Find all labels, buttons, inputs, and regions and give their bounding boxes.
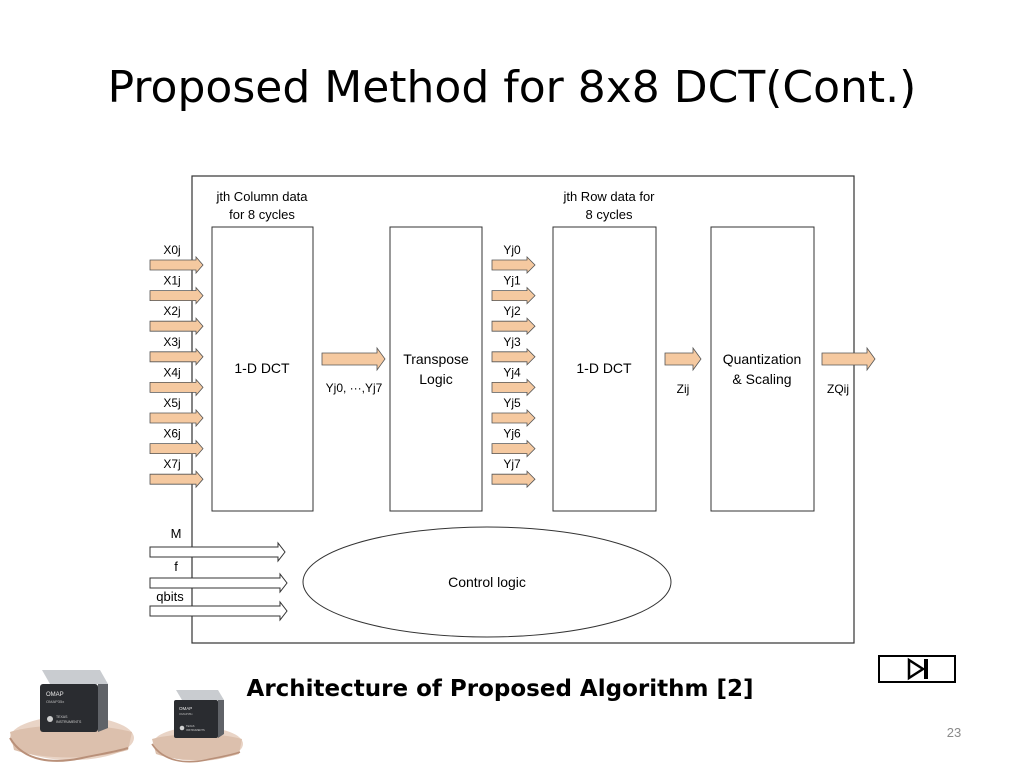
figure-caption: Architecture of Proposed Algorithm [2] — [246, 676, 754, 702]
mid-output-arrow — [491, 347, 536, 366]
logo-maker-1-small: TEXAS — [186, 724, 195, 728]
mid-output-arrow — [491, 378, 536, 397]
zqij-label: ZQij — [827, 382, 849, 396]
mid-output-arrow — [491, 470, 536, 489]
control-logic-label: Control logic — [448, 574, 526, 590]
input-label: X1j — [163, 274, 180, 288]
mid-output-arrow — [491, 317, 536, 336]
dct2-to-quant-arrow — [664, 346, 702, 372]
mid-output-label: Yj4 — [503, 365, 521, 379]
control-input-qbits: qbits — [156, 589, 184, 604]
quantization-label-1: Quantization — [723, 351, 802, 367]
ti-logo-icon-small — [179, 725, 185, 731]
input-arrow — [149, 317, 204, 336]
next-slide-button[interactable] — [878, 655, 956, 683]
input-arrow — [149, 347, 204, 366]
play-end-icon — [907, 657, 926, 681]
mid-output-label: Yj1 — [503, 274, 521, 288]
zij-label: Zij — [677, 382, 690, 396]
yj-range-label: Yj0, ···,Yj7 — [326, 381, 383, 395]
input-label: X5j — [163, 396, 180, 410]
logo-maker-2: INSTRUMENTS — [56, 720, 82, 724]
transpose-label-2: Logic — [419, 371, 452, 387]
input-arrow — [149, 255, 204, 275]
transpose-block — [389, 226, 483, 512]
mid-output-label: Yj5 — [503, 396, 521, 410]
input-label: X4j — [163, 365, 180, 379]
quant-output-arrow — [821, 346, 876, 372]
logo-model: OMAP35x — [46, 699, 64, 704]
mid-output-label: Yj0 — [503, 243, 521, 257]
input-label: X7j — [163, 457, 180, 471]
logo-model-small: OMAP35x — [179, 712, 193, 716]
control-arrow-f — [149, 572, 288, 594]
logo-maker-2-small: INSTRUMENTS — [186, 728, 205, 732]
hand-chip-logo-small: OMAP OMAP35x TEXAS INSTRUMENTS — [151, 690, 243, 763]
logo-maker-1: TEXAS — [56, 715, 68, 719]
input-arrow — [149, 470, 204, 489]
mid-output-label: Yj7 — [503, 457, 521, 471]
mid-output-arrow — [491, 409, 536, 427]
slide-title: Proposed Method for 8x8 DCT(Cont.) — [107, 62, 917, 113]
row-data-header-2: 8 cycles — [586, 207, 633, 222]
hand-chip-logo-large: OMAP OMAP35x TEXAS INSTRUMENTS — [9, 670, 134, 762]
mid-output-label: Yj2 — [503, 304, 521, 318]
page-number: 23 — [946, 725, 962, 740]
input-label: X6j — [163, 427, 180, 441]
quantization-block — [710, 226, 815, 512]
mid-output-label: Yj6 — [503, 427, 521, 441]
logo-brand-small: OMAP — [179, 706, 192, 711]
input-label: X3j — [163, 335, 180, 349]
dct-block-2-label: 1-D DCT — [576, 360, 632, 376]
input-arrow — [149, 286, 204, 305]
mid-output-label: Yj3 — [503, 335, 521, 349]
input-label: X2j — [163, 304, 180, 318]
dct-block-1 — [211, 226, 314, 512]
control-input-m: M — [171, 526, 182, 541]
quantization-label-2: & Scaling — [732, 371, 791, 387]
control-arrow-m — [149, 541, 286, 563]
transpose-label-1: Transpose — [403, 351, 469, 367]
column-data-header-2: for 8 cycles — [229, 207, 295, 222]
mid-output-arrow — [491, 439, 536, 458]
mid-output-arrow — [491, 286, 536, 305]
input-arrow — [149, 378, 204, 397]
ti-logo-icon — [47, 716, 53, 722]
input-arrow — [149, 408, 204, 428]
input-arrow — [149, 439, 204, 458]
logo-brand: OMAP — [46, 692, 64, 698]
dct-block-1-label: 1-D DCT — [234, 360, 290, 376]
row-data-header: jth Row data for — [562, 189, 655, 204]
control-logic-ellipse — [302, 526, 672, 638]
dct-block-2 — [552, 226, 657, 512]
dct1-to-transpose-arrow — [321, 346, 386, 372]
control-arrow-qbits — [149, 600, 288, 622]
mid-output-arrow — [491, 256, 536, 274]
input-label: X0j — [163, 243, 180, 257]
control-input-f: f — [174, 559, 178, 574]
column-data-header: jth Column data — [215, 189, 308, 204]
